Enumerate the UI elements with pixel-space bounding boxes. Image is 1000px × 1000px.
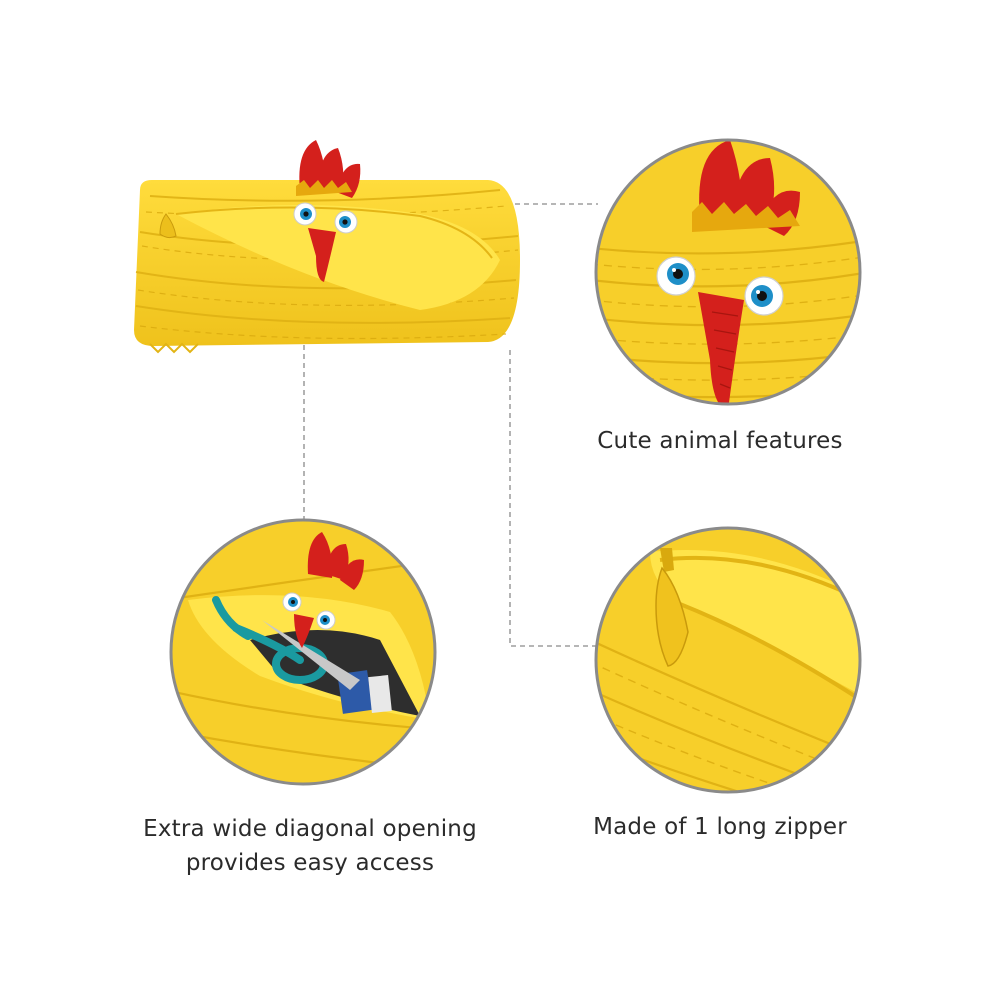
caption-wide-opening-line1: Extra wide diagonal opening [143,816,477,842]
caption-long-zipper: Made of 1 long zipper [593,814,847,840]
detail-circle-zipper [594,526,862,794]
caption-wide-opening: Extra wide diagonal opening provides eas… [110,812,510,880]
guide-line-zipper [509,350,596,647]
detail-circle-features [594,138,862,406]
detail-circle-opening [169,518,437,786]
caption-wide-opening-line2: provides easy access [185,850,435,876]
guide-lines [303,203,598,647]
caption-cute-animal-features: Cute animal features [597,428,843,454]
main-pouch-image [134,140,520,354]
